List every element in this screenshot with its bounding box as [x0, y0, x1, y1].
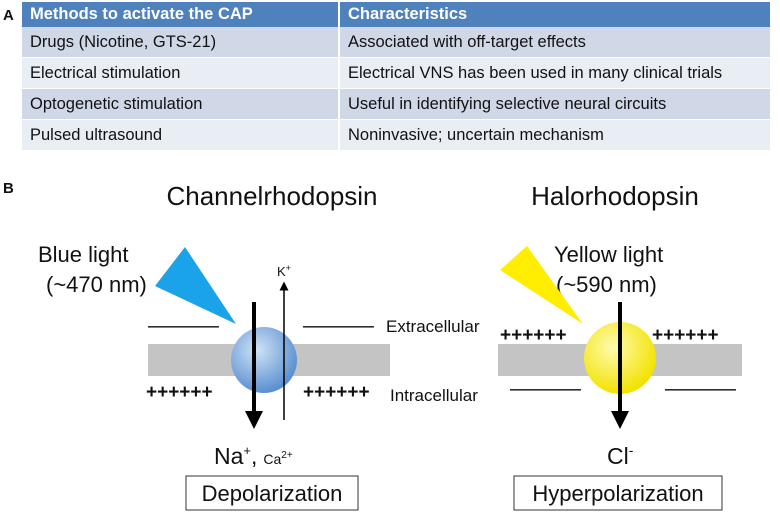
na-ca-comma: , — [251, 443, 257, 469]
depolarization-label: Depolarization — [202, 481, 343, 506]
table-cell-method: Drugs (Nicotine, GTS-21) — [22, 27, 339, 58]
depolarization-box — [185, 475, 359, 511]
table-header-row: Methods to activate the CAP Characterist… — [22, 2, 770, 27]
table-cell-characteristic: Noninvasive; uncertain mechanism — [338, 119, 770, 150]
channelrhodopsin-intracellular-charge-right: ++++++ — [303, 382, 370, 403]
panel-b-letter: B — [3, 180, 14, 197]
ca-ion-symbol: Ca — [263, 451, 281, 467]
k-ion-label: K+ — [277, 263, 291, 279]
extracellular-label: Extracellular — [386, 317, 480, 336]
halorhodopsin-extracellular-charge-left: ++++++ — [500, 325, 567, 346]
channelrhodopsin-extracellular-charge-left: ───── — [147, 316, 220, 338]
table-row: Optogenetic stimulation Useful in identi… — [22, 88, 770, 120]
table-header-characteristics: Characteristics — [338, 2, 770, 27]
k-ion-symbol: K — [277, 264, 286, 279]
na-ca-ion-label: Na+, Ca2+ — [214, 443, 293, 469]
yellow-light-label: Yellow light — [554, 242, 663, 267]
channelrhodopsin-channel — [231, 327, 297, 393]
halorhodopsin-intracellular-charge-left: ───── — [509, 379, 582, 401]
table-cell-characteristic: Useful in identifying selective neural c… — [338, 88, 770, 120]
k-ion-charge: + — [286, 263, 291, 273]
blue-light-beam-icon — [155, 247, 236, 324]
channelrhodopsin-intracellular-charge-left: ++++++ — [146, 382, 213, 403]
na-ion-charge: + — [243, 443, 251, 458]
channelrhodopsin-title: Channelrhodopsin — [166, 181, 377, 211]
yellow-light-wavelength: (~590 nm) — [556, 272, 657, 297]
cl-ion-label: Cl- — [607, 442, 634, 469]
table-cell-characteristic: Electrical VNS has been used in many cli… — [338, 57, 770, 89]
panel-a-letter: A — [3, 7, 14, 24]
halorhodopsin-intracellular-charge-right: ───── — [664, 379, 737, 401]
hyperpolarization-label: Hyperpolarization — [532, 481, 703, 506]
table-row: Drugs (Nicotine, GTS-21) Associated with… — [22, 27, 770, 58]
table-cell-method: Optogenetic stimulation — [22, 88, 339, 120]
blue-light-label: Blue light — [38, 242, 129, 267]
table-header-methods: Methods to activate the CAP — [22, 2, 339, 27]
cl-ion-charge: - — [629, 442, 634, 458]
cap-methods-table: Methods to activate the CAP Characterist… — [22, 2, 770, 150]
channelrhodopsin-extracellular-charge-right: ───── — [302, 316, 375, 338]
table-cell-method: Electrical stimulation — [22, 57, 339, 89]
table-cell-characteristic: Associated with off-target effects — [338, 27, 770, 58]
intracellular-label: Intracellular — [390, 386, 478, 405]
cl-ion-symbol: Cl — [607, 443, 629, 469]
table-cell-method: Pulsed ultrasound — [22, 119, 339, 150]
yellow-light-beam-icon — [500, 246, 583, 324]
table-row: Electrical stimulation Electrical VNS ha… — [22, 57, 770, 89]
ca-ion-charge: 2+ — [281, 450, 293, 461]
halorhodopsin-extracellular-charge-right: ++++++ — [652, 325, 719, 346]
na-ion-symbol: Na — [214, 443, 244, 469]
table-row: Pulsed ultrasound Noninvasive; uncertain… — [22, 119, 770, 150]
halorhodopsin-title: Halorhodopsin — [531, 181, 699, 211]
blue-light-wavelength: (~470 nm) — [46, 272, 147, 297]
hyperpolarization-box — [513, 475, 723, 511]
